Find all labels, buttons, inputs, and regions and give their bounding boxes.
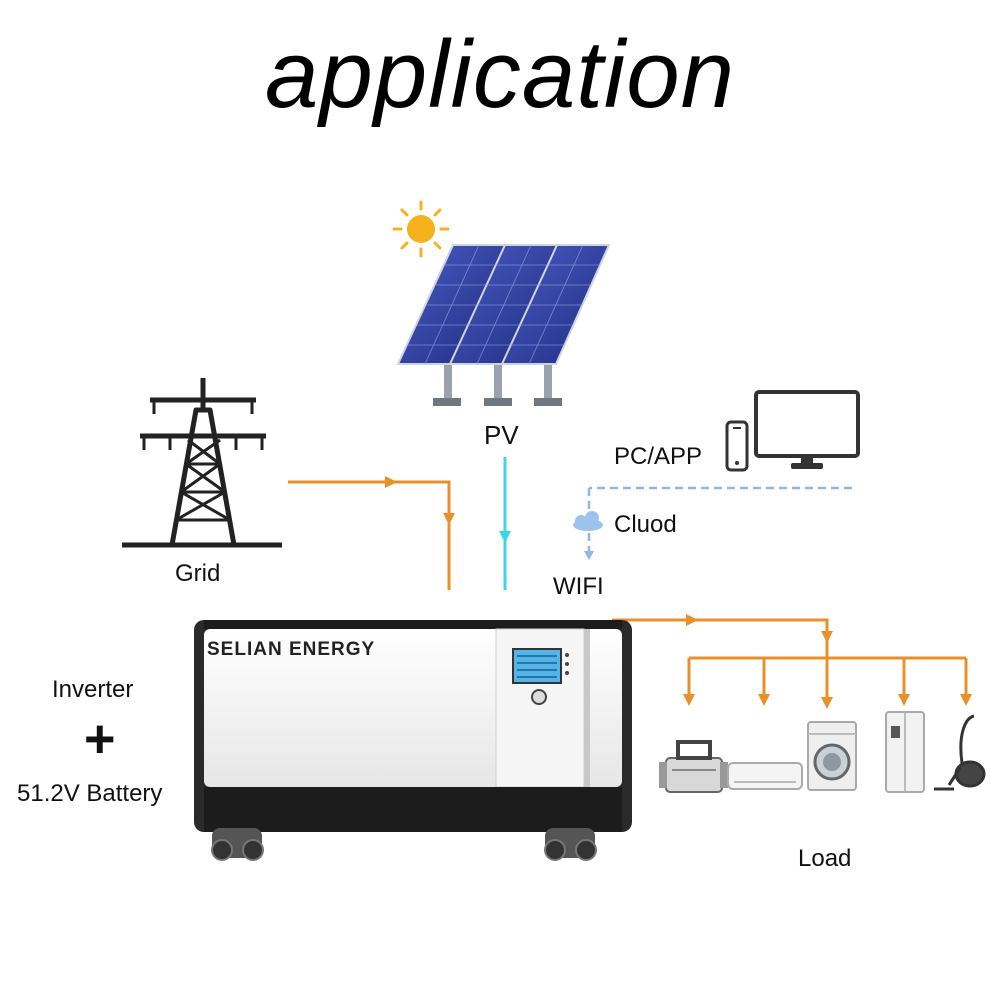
page-title: application: [265, 21, 735, 128]
inverter-battery-device: [194, 620, 632, 861]
phone-icon: [725, 420, 749, 472]
transmission-tower-icon: [122, 378, 282, 548]
wifi-label: WIFI: [553, 573, 604, 600]
battery-label: 51.2V Battery: [17, 780, 163, 807]
sun-icon: [392, 200, 450, 258]
data-link-line: [587, 486, 852, 552]
inverter-label: Inverter: [52, 676, 134, 703]
washing-machine-icon: [807, 721, 857, 791]
load-line: [612, 618, 968, 700]
cloud-icon: [573, 511, 603, 531]
monitor-icon: [754, 390, 860, 469]
lcd-screen: [512, 648, 562, 684]
pv-label: PV: [484, 420, 519, 450]
wheel-icon: [211, 828, 597, 861]
vacuum-cleaner-icon: [934, 714, 986, 791]
load-label: Load: [798, 845, 852, 872]
air-conditioner-icon: [727, 762, 803, 790]
grid-label: Grid: [175, 560, 221, 587]
plus-sign: +: [84, 709, 116, 769]
refrigerator-icon: [885, 711, 925, 793]
grid-line: [288, 476, 455, 590]
power-button-icon: [531, 689, 547, 705]
brand-name: SELIAN ENERGY: [207, 639, 376, 660]
load-arrow-icon: [683, 614, 972, 709]
solar-panel-icon: [396, 244, 611, 406]
pv-line: [499, 457, 511, 590]
pc-app-label: PC/APP: [614, 443, 703, 470]
data-arrow-icon: [584, 551, 594, 560]
generator-icon: [659, 740, 728, 793]
cloud-label: Cluod: [614, 511, 677, 538]
